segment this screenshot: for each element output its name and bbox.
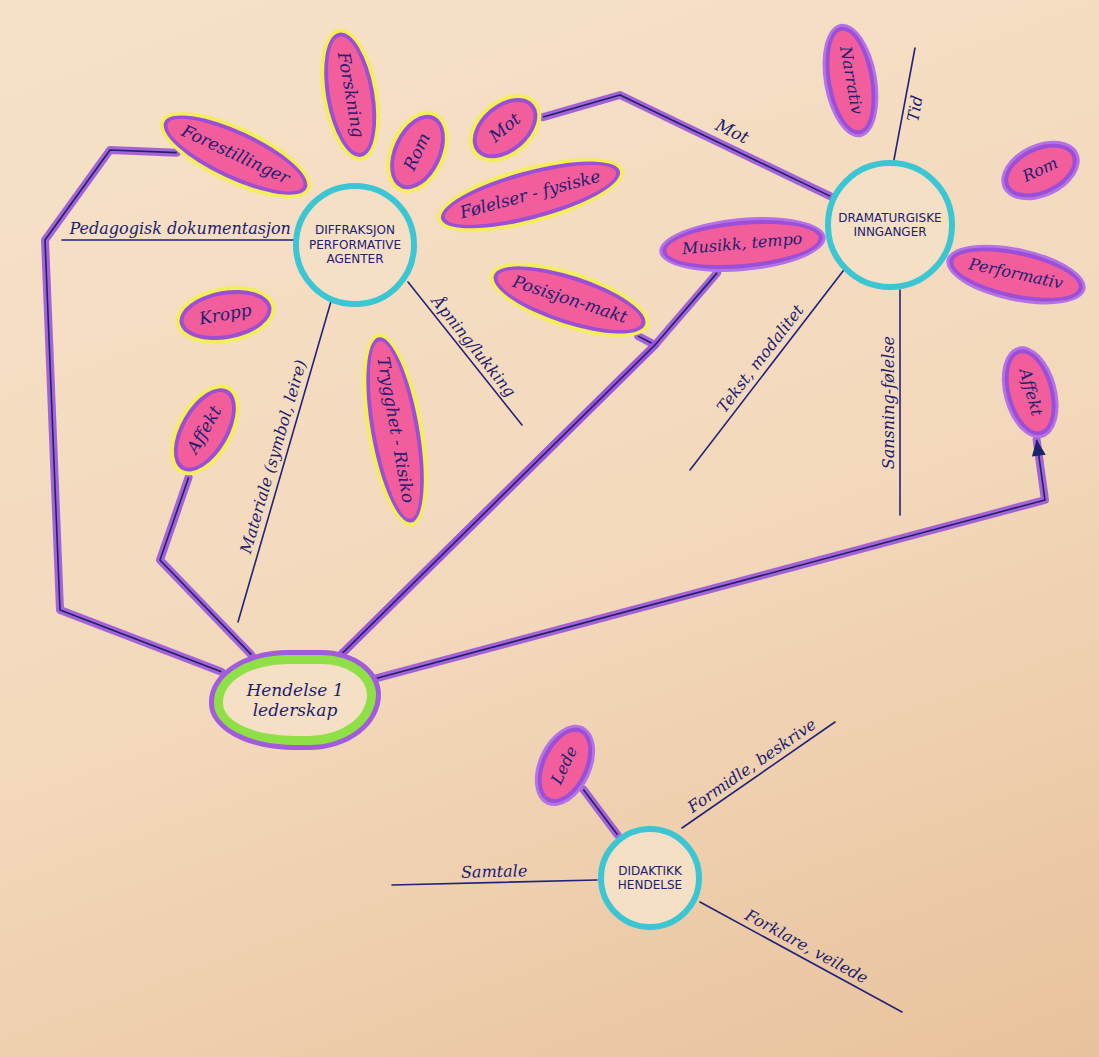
node-text: Forestillinger: [178, 121, 292, 188]
connector: [375, 440, 1046, 679]
node-text: Mot: [485, 109, 524, 146]
node-text: Rom: [1019, 154, 1060, 186]
petal-node: Rom: [995, 132, 1085, 207]
connector-band: [583, 789, 617, 834]
edge-label: Mot: [710, 113, 755, 149]
spoke-label: Pedagogisk dokumentasjon: [70, 219, 291, 238]
node-text: Lede: [548, 743, 581, 787]
node-text: Posisjon-makt: [510, 272, 630, 328]
petal-node: Rom: [380, 106, 457, 198]
spoke-line: [408, 282, 522, 425]
connector: [340, 273, 717, 655]
petal-node: Posisjon-makt: [487, 253, 653, 348]
connector-line: [340, 273, 717, 655]
connector-line: [160, 477, 251, 654]
petal-node: Mot: [461, 86, 549, 171]
petal-node: Affekt: [996, 343, 1064, 441]
spoke-line: [682, 722, 835, 828]
petal-node: Følelser - fysiske: [435, 148, 626, 242]
node-text: Følelser - fysiske: [458, 167, 603, 223]
node-text: DIDAKTIKK HENDELSE: [592, 864, 708, 893]
connector-band: [375, 440, 1045, 679]
spoke-label: Sansning-følelse: [879, 336, 898, 469]
node-text: Kropp: [197, 301, 252, 329]
spoke-line: [238, 298, 332, 622]
connector-band: [340, 273, 717, 655]
spoke-label: Samtale: [461, 861, 528, 882]
petal-node: Forestillinger: [154, 100, 316, 210]
spoke-line: [690, 262, 850, 470]
connector-band: [160, 477, 251, 654]
spoke-label: Forklare, veilede: [742, 906, 872, 988]
spoke-line: [62, 239, 298, 241]
spoke-line: [899, 290, 901, 515]
hub-circle: DRAMATURGISKE INNGANGER: [825, 160, 954, 289]
connector: [160, 477, 251, 654]
hub-circle: DIFFRAKSJON PERFORMATIVE AGENTER: [293, 183, 417, 307]
petal-node: Kropp: [175, 283, 275, 346]
connector-line: [583, 789, 617, 834]
petal-node: Musikk, tempo: [660, 214, 824, 275]
node-text: DIFFRAKSJON PERFORMATIVE AGENTER: [297, 223, 413, 266]
event-blob: Hendelse 1 lederskap: [214, 655, 375, 746]
node-text: Forskning: [333, 51, 367, 140]
spoke-label: Tekst, modalitet: [713, 301, 808, 416]
petal-node: Trygghet - Risiko: [355, 333, 435, 527]
node-text: Musikk, tempo: [681, 230, 803, 259]
node-text: Performativ: [967, 255, 1064, 293]
spoke-label: Materiale (symbol, leire): [237, 358, 311, 556]
petal-node: Forskning: [315, 29, 384, 162]
node-text: Hendelse 1 lederskap: [239, 680, 351, 721]
node-text: Affekt: [1015, 366, 1045, 418]
arrow-head: [1032, 440, 1046, 457]
petal-node: Lede: [527, 719, 603, 811]
spoke-label: Tid: [903, 94, 927, 123]
spoke-label: Formidle, beskrive: [684, 715, 820, 817]
connector: [583, 789, 617, 834]
spoke-line: [700, 902, 902, 1012]
spoke-label: Åpning/lukking: [428, 292, 520, 401]
node-text: Rom: [401, 130, 435, 174]
node-text: Trygghet - Risiko: [373, 355, 418, 504]
petal-node: Narrativ: [817, 22, 882, 137]
node-text: Narrativ: [835, 44, 865, 115]
petal-node: Performativ: [945, 237, 1087, 311]
node-text: DRAMATURGISKE INNGANGER: [832, 211, 948, 240]
connector-line: [375, 440, 1045, 679]
petal-node: Affekt: [161, 378, 248, 481]
hub-circle: DIDAKTIKK HENDELSE: [598, 826, 702, 930]
node-text: Affekt: [184, 403, 227, 457]
